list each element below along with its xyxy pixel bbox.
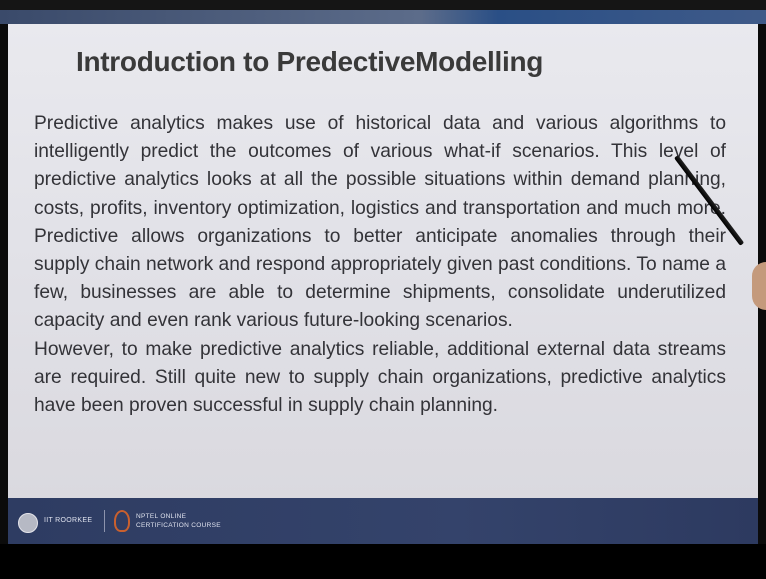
course-footer-bar: IIT ROORKEE NPTEL ONLINE CERTIFICATION C… [8,498,758,544]
video-bottom-bar [0,544,766,579]
iit-roorkee-label: IIT ROORKEE [44,517,93,524]
slide-body: Predictive analytics makes use of histor… [34,110,726,420]
nptel-label-line-2: CERTIFICATION COURSE [136,522,221,529]
presenter-hand [752,262,766,310]
slide-paragraph-2: However, to make predictive analytics re… [34,338,726,417]
footer-divider [104,510,105,532]
nptel-label-line-1: NPTEL ONLINE [136,513,187,520]
nptel-logo-icon [114,510,130,532]
iit-roorkee-logo-icon [18,513,38,533]
video-top-bar [0,0,766,10]
slide-title: Introduction to PredectiveModelling [76,46,544,77]
nptel-label: NPTEL ONLINE CERTIFICATION COURSE [136,512,246,530]
slide-paragraph-1: Predictive analytics makes use of histor… [34,113,726,332]
slide-header-accent-band [0,10,766,24]
presentation-slide: Introduction to PredectiveModelling Pred… [8,24,758,498]
